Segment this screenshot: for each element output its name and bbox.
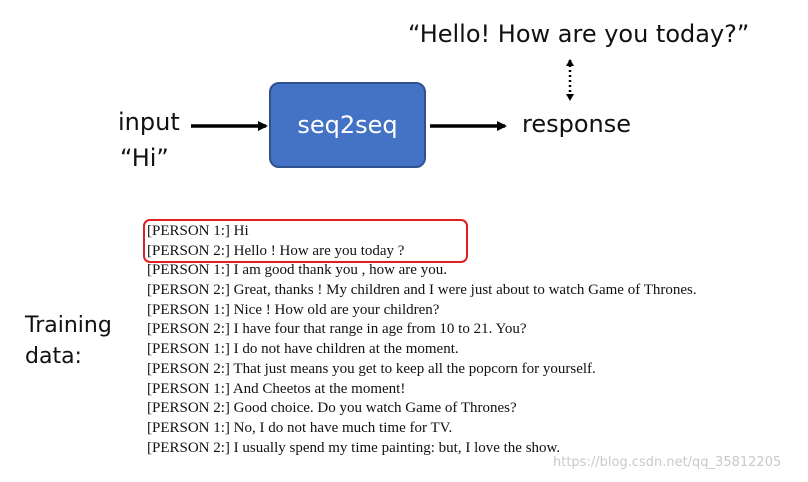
dialogue-line: [PERSON 1:] And Cheetos at the moment!: [147, 380, 406, 397]
response-label: response: [522, 110, 632, 138]
highlight-box: [143, 219, 468, 263]
dialogue-line: [PERSON 2:] I usually spend my time pain…: [147, 439, 561, 456]
dialogue-line: [PERSON 2:] That just means you get to k…: [147, 360, 596, 377]
model-label: seq2seq: [297, 111, 398, 139]
dialogue-line: [PERSON 2:] Good choice. Do you watch Ga…: [147, 400, 517, 417]
seq2seq-box: seq2seq: [269, 82, 426, 168]
dialogue-line: [PERSON 1:] I do not have children at th…: [147, 341, 459, 358]
training-data-label: Training data:: [25, 310, 112, 372]
dialogue-line: [PERSON 1:] I am good thank you , how ar…: [147, 262, 447, 279]
dialogue-line: [PERSON 1:] Nice ! How old are your chil…: [147, 301, 440, 318]
watermark: https://blog.csdn.net/qq_35812205: [553, 455, 782, 470]
input-value: “Hi”: [120, 144, 169, 172]
dialogue-line: [PERSON 1:] Hi: [147, 223, 249, 239]
dialogue-line: [PERSON 2:] I have four that range in ag…: [147, 321, 527, 338]
training-label-line2: data:: [25, 344, 82, 369]
dialogue-line: [PERSON 2:] Hello ! How are you today ?: [147, 242, 405, 259]
dialogue-line: [PERSON 2:] Great, thanks ! My children …: [147, 282, 697, 299]
training-label-line1: Training: [25, 313, 112, 338]
input-label: input: [118, 108, 180, 136]
dialogue-line: [PERSON 1:] No, I do not have much time …: [147, 419, 453, 436]
target-response-quote: “Hello! How are you today?”: [408, 20, 750, 48]
dialogue-transcript: [PERSON 1:] Hi [PERSON 2:] Hello ! How a…: [147, 222, 697, 458]
